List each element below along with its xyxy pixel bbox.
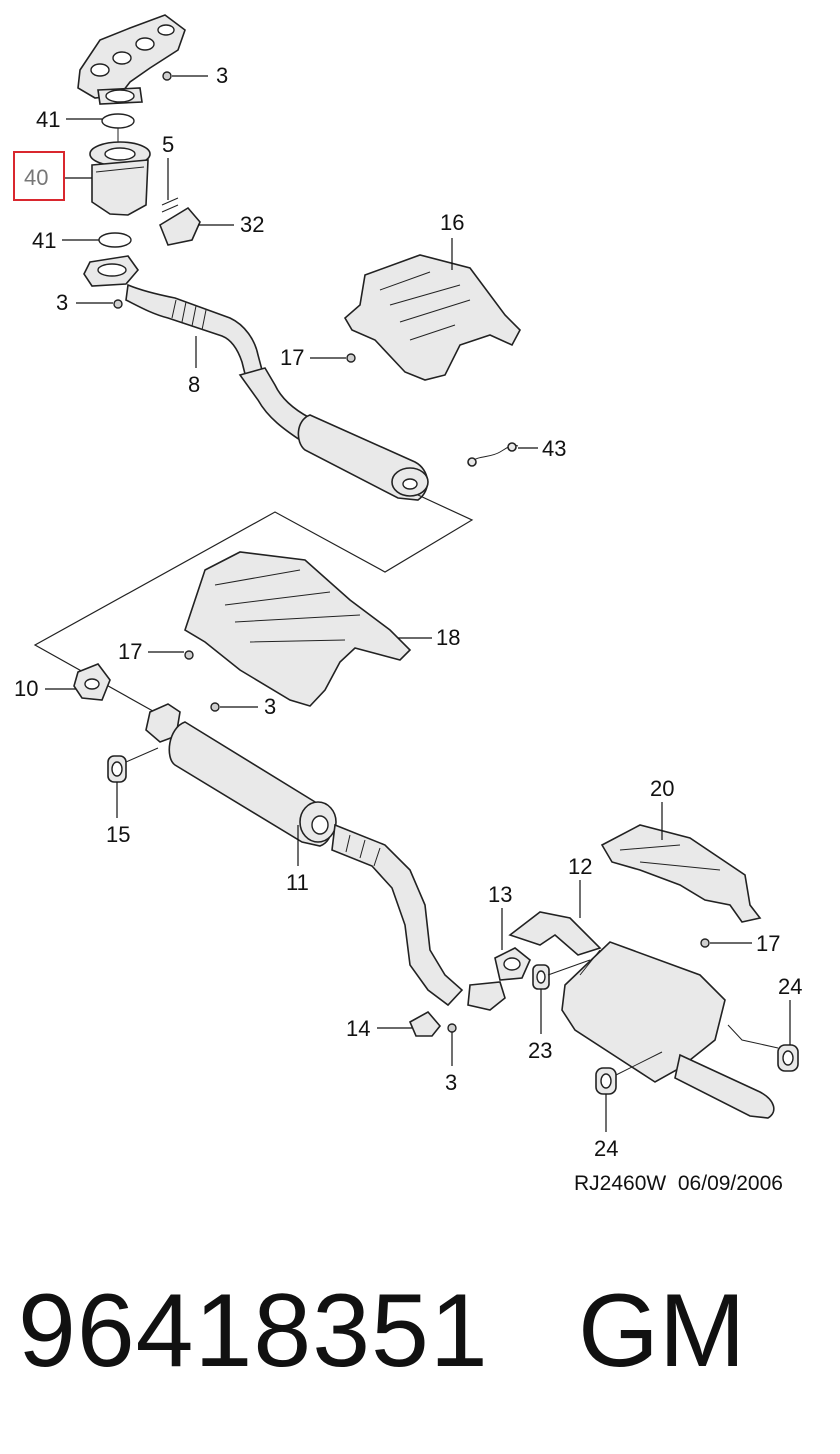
callout-17[interactable]: 17: [756, 931, 780, 956]
callout-40[interactable]: 40: [24, 165, 48, 190]
callout-43[interactable]: 43: [542, 436, 566, 461]
callout-18[interactable]: 18: [436, 625, 460, 650]
catalytic-converter: [89, 141, 151, 216]
callout-5[interactable]: 5: [162, 132, 174, 157]
center-muffler: [145, 703, 337, 847]
rear-flange: [467, 981, 506, 1011]
highlight-box-40: [13, 151, 65, 201]
heat-shield-18: [184, 551, 412, 707]
heat-shield-20: [600, 824, 762, 923]
callout-24[interactable]: 24: [778, 974, 802, 999]
callout-32[interactable]: 32: [240, 212, 264, 237]
callout-20[interactable]: 20: [650, 776, 674, 801]
leader-lines: [45, 75, 791, 1132]
callout-13[interactable]: 13: [488, 882, 512, 907]
rubber-hanger-15: [107, 747, 159, 783]
rubber-hanger-23: [532, 959, 591, 990]
callout-17[interactable]: 17: [280, 345, 304, 370]
gasket-13: [494, 947, 531, 981]
gasket-41-bottom: [98, 232, 132, 248]
callout-41[interactable]: 41: [32, 228, 56, 253]
callout-10[interactable]: 10: [14, 676, 38, 701]
oxygen-sensor: [467, 442, 519, 467]
callout-3[interactable]: 3: [216, 63, 228, 88]
part-number: 96418351: [18, 1273, 489, 1389]
callout-3[interactable]: 3: [445, 1070, 457, 1095]
callout-12[interactable]: 12: [568, 854, 592, 879]
callouts: 3 41 40 5 32 41 3 8 16 17 43 17 18 10 3 …: [14, 63, 802, 1161]
exhaust-manifold: [77, 14, 186, 105]
drawing-reference: RJ2460W 06/09/2006: [574, 1172, 783, 1195]
rear-muffler: [508, 911, 775, 1119]
callout-17[interactable]: 17: [118, 639, 142, 664]
callout-16[interactable]: 16: [440, 210, 464, 235]
nuts: [113, 71, 710, 1033]
callout-23[interactable]: 23: [528, 1038, 552, 1063]
detail-frame: [33, 494, 474, 716]
brand-name: GM: [578, 1273, 746, 1389]
intermediate-pipe: [331, 823, 464, 1007]
callout-41[interactable]: 41: [36, 107, 60, 132]
resonator-front: [297, 414, 429, 501]
stud-5: [161, 197, 179, 213]
rubber-hanger-24-right: [727, 1024, 799, 1072]
callout-14[interactable]: 14: [346, 1016, 370, 1041]
bracket-32: [159, 206, 201, 246]
rubber-hanger-14: [408, 1010, 442, 1037]
callout-8[interactable]: 8: [188, 372, 200, 397]
heat-shield-16: [343, 254, 521, 381]
gasket-41-top: [101, 113, 135, 129]
callout-24[interactable]: 24: [594, 1136, 618, 1161]
callout-15[interactable]: 15: [106, 822, 130, 847]
callout-3[interactable]: 3: [56, 290, 68, 315]
callout-3[interactable]: 3: [264, 694, 276, 719]
callout-11[interactable]: 11: [286, 870, 309, 895]
